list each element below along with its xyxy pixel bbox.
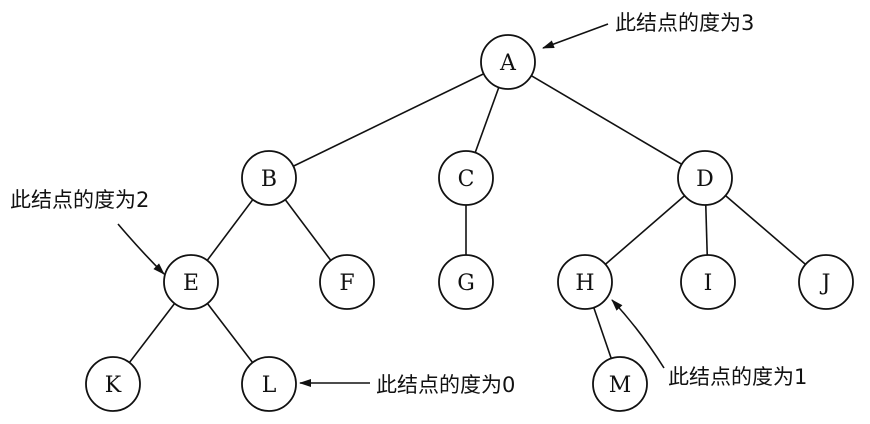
node-label: L [262, 373, 277, 398]
node-E: E [163, 254, 219, 310]
node-circle [677, 150, 733, 206]
annotation-arrow-H [611, 299, 665, 369]
node-label: K [105, 373, 122, 398]
annotation-A: 此结点的度为3 [615, 11, 754, 35]
node-A: A [480, 34, 536, 90]
node-F: F [319, 254, 375, 310]
node-circle [438, 254, 494, 310]
node-C: C [438, 150, 494, 206]
node-K: K [85, 356, 141, 412]
node-G: G [438, 254, 494, 310]
node-label: H [575, 271, 594, 296]
node-circle [557, 254, 613, 310]
node-circle [592, 356, 648, 412]
node-label: E [183, 271, 199, 296]
node-L: L [241, 356, 297, 412]
node-circle [241, 150, 297, 206]
node-I: I [680, 254, 736, 310]
node-label: I [704, 271, 713, 296]
node-label: G [457, 271, 475, 296]
edge-A-B [268, 61, 509, 179]
node-label: A [499, 51, 517, 76]
node-label: B [261, 167, 277, 192]
node-circle [241, 356, 297, 412]
node-circle [85, 356, 141, 412]
node-circle [319, 254, 375, 310]
node-label: D [696, 167, 714, 192]
annotation-H: 此结点的度为1 [668, 365, 807, 389]
annotation-arrow-A [542, 23, 609, 49]
node-circle [480, 34, 536, 90]
node-circle [163, 254, 219, 310]
node-label: F [339, 271, 354, 296]
edge-A-D [507, 61, 706, 179]
node-label: J [820, 271, 831, 296]
node-D: D [677, 150, 733, 206]
annotation-E: 此结点的度为2 [10, 188, 149, 212]
node-label: C [458, 167, 475, 192]
node-circle [680, 254, 736, 310]
annotation-arrow-E [117, 223, 165, 275]
node-circle [438, 150, 494, 206]
node-M: M [592, 356, 648, 412]
node-J: J [798, 254, 854, 310]
node-circle [798, 254, 854, 310]
node-H: H [557, 254, 613, 310]
annotation-L: 此结点的度为0 [376, 373, 515, 397]
node-B: B [241, 150, 297, 206]
node-label: M [609, 373, 632, 398]
